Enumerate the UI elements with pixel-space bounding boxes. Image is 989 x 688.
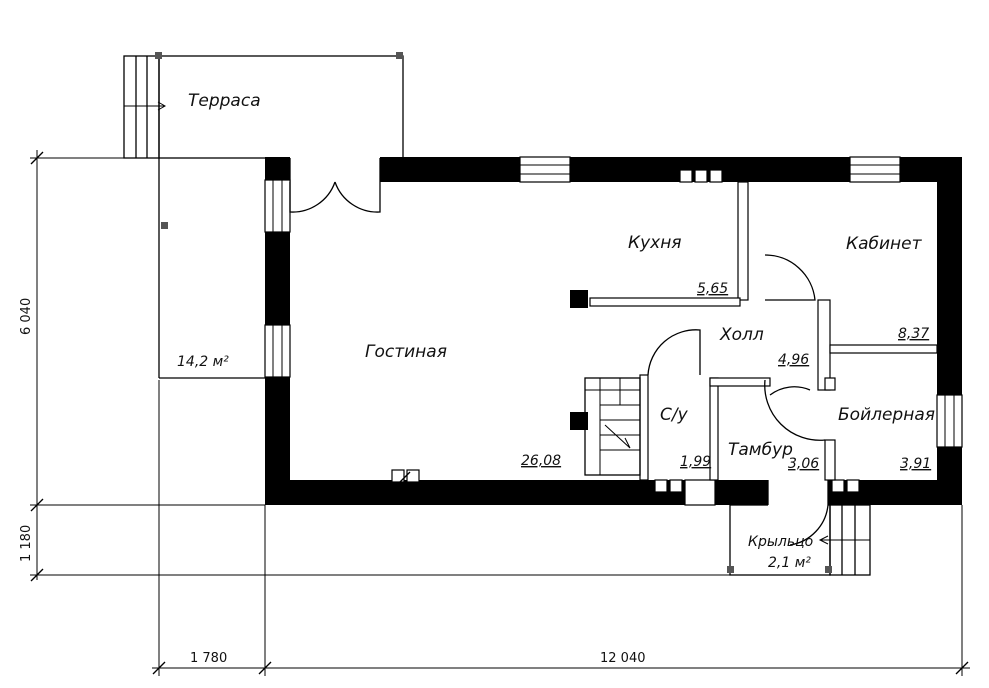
dimension-labels: 6 040 1 180 1 780 12 040 [19, 298, 646, 666]
terrace-label: Терраса [188, 91, 261, 111]
kitchen-label: Кухня [628, 233, 682, 253]
vestibule-label: Тамбур [728, 440, 793, 460]
terrace [123, 52, 404, 379]
kitchen-area: 5,65 [697, 281, 728, 297]
hall-label: Холл [719, 325, 764, 345]
living-area: 26,08 [521, 453, 561, 469]
study-label: Кабинет [846, 234, 923, 254]
outer-walls [265, 157, 962, 505]
interior-doors [647, 254, 829, 546]
porch-area: 2,1 м² [768, 555, 811, 571]
dim-width-terrace: 1 780 [190, 651, 227, 666]
dim-height-main: 6 040 [19, 298, 34, 335]
dim-width-main: 12 040 [600, 651, 646, 666]
vestibule-area: 3,06 [788, 456, 819, 472]
terrace-area: 14,2 м² [177, 354, 229, 370]
living-label: Гостиная [365, 342, 447, 362]
wc-label: С/у [660, 405, 689, 425]
boiler-area: 3,91 [900, 456, 931, 472]
interior-walls [570, 181, 938, 481]
dim-height-porch: 1 180 [19, 525, 34, 562]
wall-openings [264, 155, 963, 507]
dimension-lines [30, 150, 970, 676]
room-labels: Терраса 14,2 м² Кухня 5,65 Кабинет 8,37 … [177, 91, 935, 571]
terrace-door [289, 181, 381, 213]
study-area: 8,37 [898, 326, 929, 342]
hall-area: 4,96 [778, 352, 809, 368]
boiler-label: Бойлерная [838, 405, 935, 425]
porch-label: Крыльцо [748, 534, 813, 550]
wc-area: 1,99 [680, 454, 711, 470]
